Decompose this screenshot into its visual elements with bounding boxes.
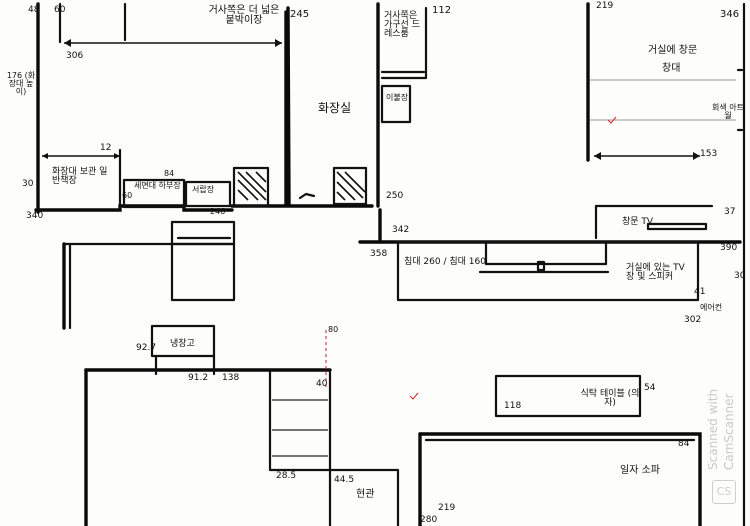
bottom-left-room [84, 324, 400, 526]
label-bathroom: 화장실 [318, 101, 352, 115]
red-check-marks [409, 116, 617, 400]
dim-138: 138 [222, 373, 240, 383]
dim-342: 342 [392, 225, 410, 235]
dim-30b: 30 [734, 271, 746, 281]
right-window-area [586, 2, 746, 526]
dim-84: 84 [164, 169, 175, 178]
note-right-air: 에어컨 [700, 303, 723, 312]
dining-area [62, 220, 236, 330]
note-under-counter: 화장대 보관 일반책장 [52, 167, 108, 186]
note-left-bottom-box: 냉장고 [170, 339, 195, 349]
center-wall [376, 2, 428, 244]
note-closet-short: 이불장 [386, 93, 409, 102]
note-small-drawer: 서랍장 [192, 185, 215, 194]
note-window-right2: 창대 [662, 63, 681, 74]
dim-306: 306 [66, 51, 84, 61]
label-entrance: 현관 [356, 489, 375, 500]
dim-250: 250 [386, 191, 404, 201]
note-left-vertical: 176 (화장대 높이) [6, 71, 36, 96]
dim-37: 37 [724, 207, 736, 217]
dim-153: 153 [700, 149, 718, 159]
dim-91-2: 91.2 [188, 373, 209, 383]
low-cabinets [122, 166, 368, 209]
note-wall-closet: 거사쪽은 가구선 드레스룸 [384, 11, 420, 39]
note-tv-label: 창문 TV [622, 217, 654, 227]
dim-340: 340 [26, 211, 44, 221]
dim-219: 219 [596, 1, 614, 11]
note-long-sofa: 일자 소파 [620, 465, 660, 476]
camscanner-logo-icon: CS [712, 480, 736, 504]
note-low-cabinet: 세면대 하부장 [134, 181, 181, 190]
note-right-margin: 회색 아트 월 [712, 103, 744, 120]
dim-84b: 84 [678, 439, 690, 449]
dim-92-7: 92.7 [136, 343, 157, 353]
dim-44-5: 44.5 [334, 475, 355, 485]
watermark-line1: Scanned with [706, 388, 720, 470]
dim-245: 245 [290, 9, 310, 20]
dim-28-5: 28.5 [276, 471, 297, 481]
dim-302: 302 [684, 315, 702, 325]
bed-and-tv [358, 204, 742, 302]
dim-12: 12 [100, 143, 112, 153]
dim-358: 358 [370, 249, 388, 259]
dim-30: 30 [22, 179, 34, 189]
watermark-line2: CamScanner [722, 393, 736, 470]
sofa-area [418, 374, 702, 526]
dim-80: 80 [328, 325, 339, 334]
note-bed-label: 침대 260 / 침대 160 [404, 257, 486, 267]
dim-346: 346 [720, 9, 740, 20]
dim-54: 54 [644, 383, 656, 393]
note-small-table: 식탁 테이블 (의자) [580, 389, 640, 408]
note-window-right: 거실에 창문 [648, 45, 698, 56]
dim-219b: 219 [438, 503, 456, 513]
dim-118: 118 [504, 401, 522, 411]
note-wardrobe-top: 거사쪽은 더 넓은 붙박이장 [208, 5, 280, 26]
dim-390: 390 [720, 243, 738, 253]
dim-246: 246 [210, 207, 226, 216]
dim-41: 41 [694, 287, 706, 297]
dim-40: 40 [316, 379, 328, 389]
dim-60: 60 [54, 5, 66, 15]
dim-48: 48 [28, 5, 40, 15]
note-tv-unit: 거실에 있는 TV장 및 스피커 [626, 263, 685, 282]
dim-280: 280 [420, 515, 438, 525]
dim-60b: 60 [122, 191, 133, 200]
dim-112: 112 [432, 5, 452, 16]
